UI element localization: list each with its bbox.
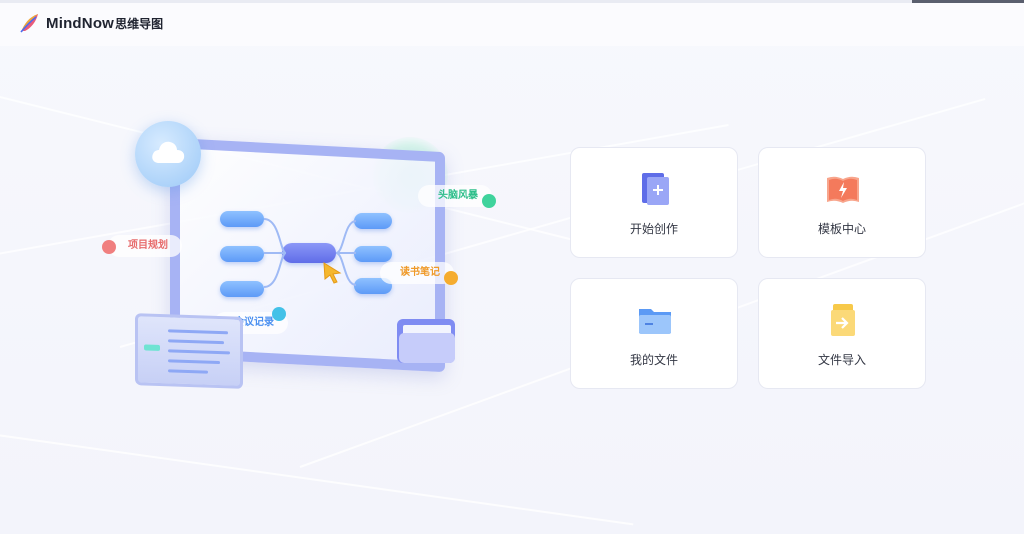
my-files-button[interactable]: 我的文件 <box>570 278 738 389</box>
mindmap-node <box>220 281 264 297</box>
template-center-label: 模板中心 <box>817 222 866 236</box>
title-bar: MindNow 思维导图 <box>0 0 1024 46</box>
tag-brainstorm-label: 头脑风暴 <box>438 190 478 201</box>
cursor-icon <box>323 262 342 284</box>
file-import-icon <box>831 304 855 336</box>
green-dot-icon <box>482 194 496 208</box>
red-dot-icon <box>102 240 116 254</box>
mindmap-node <box>220 246 264 262</box>
mindmap-connectors <box>263 218 357 288</box>
window-edge-line <box>912 0 1024 3</box>
my-files-label: 我的文件 <box>629 353 678 367</box>
new-document-icon <box>642 173 669 205</box>
feather-logo-icon <box>20 14 38 33</box>
app-name: MindNow <box>46 14 115 32</box>
mindmap-node <box>354 246 392 262</box>
tag-reading-notes: 读书笔记 <box>380 262 458 285</box>
start-creating-button[interactable]: 开始创作 <box>570 147 738 258</box>
tag-meeting-notes-label: 会议记录 <box>234 317 274 328</box>
tag-reading-notes-label: 读书笔记 <box>400 267 440 278</box>
cyan-dot-icon <box>272 307 286 321</box>
tag-brainstorm: 头脑风暴 <box>418 185 496 208</box>
tag-project-planning-label: 项目规划 <box>128 240 168 251</box>
mindmap-node <box>354 278 392 294</box>
template-book-icon <box>827 176 859 203</box>
mindmap-node <box>220 211 264 227</box>
file-import-button[interactable]: 文件导入 <box>758 278 926 389</box>
start-creating-label: 开始创作 <box>629 222 678 236</box>
app-subtitle: 思维导图 <box>115 16 164 31</box>
app-logo: MindNow 思维导图 <box>18 12 163 34</box>
folder-illustration-icon <box>397 319 455 363</box>
tag-project-planning: 项目规划 <box>102 235 182 257</box>
template-center-button[interactable]: 模板中心 <box>758 147 926 258</box>
document-card <box>135 313 243 389</box>
mindmap-root-node <box>282 243 336 263</box>
folder-icon <box>639 309 671 334</box>
orange-dot-icon <box>444 271 458 285</box>
mindmap-node <box>354 213 392 229</box>
cloud-bubble <box>135 121 201 187</box>
cloud-icon <box>152 141 185 163</box>
file-import-label: 文件导入 <box>817 353 866 367</box>
mindmap-illustration: 项目规划 头脑风暴 读书笔记 会议记录 <box>90 115 520 405</box>
